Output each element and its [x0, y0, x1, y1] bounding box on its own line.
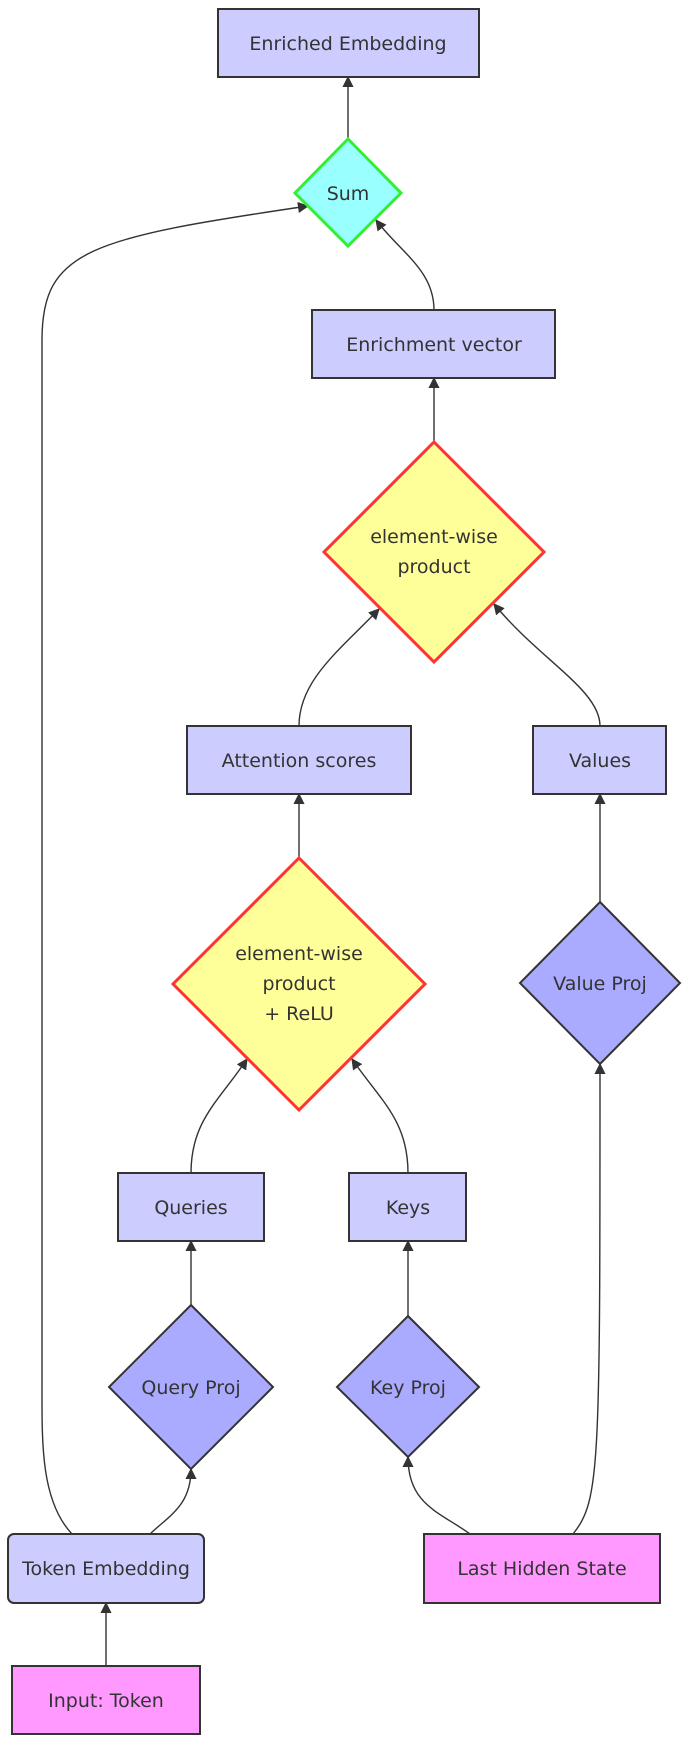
edge-attention-to-product-top — [298, 608, 380, 727]
node-last-hidden-state-label: Last Hidden State — [457, 1558, 626, 1580]
node-value-proj: Value Proj — [518, 900, 682, 1066]
node-product-top-label-1: element-wise — [370, 526, 498, 548]
edges — [41, 75, 606, 1666]
node-sum: Sum — [292, 136, 404, 249]
node-key-proj: Key Proj — [335, 1314, 481, 1459]
edge-queries-to-product-bottom — [190, 1058, 248, 1174]
node-product-bottom: element-wise product + ReLU — [170, 855, 428, 1113]
node-value-proj-label: Value Proj — [553, 973, 647, 995]
node-enriched-embedding: Enriched Embedding — [217, 8, 480, 78]
node-query-proj: Query Proj — [107, 1303, 275, 1471]
node-keys: Keys — [348, 1172, 467, 1242]
node-product-bottom-label-1: element-wise — [235, 943, 363, 965]
edge-token-embedding-to-sum — [41, 201, 310, 1535]
node-attention-scores: Attention scores — [186, 725, 412, 795]
node-query-proj-label: Query Proj — [141, 1377, 240, 1399]
node-keys-label: Keys — [386, 1197, 430, 1219]
node-values: Values — [532, 725, 667, 795]
node-enrichment-vector-label: Enrichment vector — [346, 334, 522, 356]
node-input-token-label: Input: Token — [48, 1690, 164, 1712]
edge-enrichment-to-sum — [375, 219, 435, 311]
edge-token-to-query-proj — [149, 1467, 197, 1535]
node-sum-label: Sum — [327, 183, 370, 205]
node-product-top-label-2: product — [397, 556, 470, 578]
node-attention-scores-label: Attention scores — [222, 750, 377, 772]
node-queries: Queries — [117, 1172, 265, 1242]
node-enriched-embedding-label: Enriched Embedding — [249, 33, 446, 55]
node-last-hidden-state: Last Hidden State — [423, 1533, 661, 1604]
node-product-bottom-label-3: + ReLU — [264, 1003, 334, 1025]
node-token-embedding-label: Token Embedding — [21, 1558, 190, 1580]
node-token-embedding: Token Embedding — [7, 1533, 205, 1604]
node-queries-label: Queries — [154, 1197, 227, 1219]
edge-keys-to-product-bottom — [351, 1058, 409, 1174]
node-enrichment-vector: Enrichment vector — [311, 309, 556, 379]
node-key-proj-label: Key Proj — [370, 1377, 446, 1399]
edge-values-to-product-top — [493, 603, 601, 727]
edge-hidden-to-value-proj — [572, 1062, 606, 1535]
node-input-token: Input: Token — [11, 1665, 201, 1735]
node-product-top: element-wise product — [321, 439, 547, 665]
node-product-bottom-label-2: product — [262, 973, 335, 995]
node-values-label: Values — [569, 750, 631, 772]
edge-hidden-to-key-proj — [402, 1455, 471, 1535]
